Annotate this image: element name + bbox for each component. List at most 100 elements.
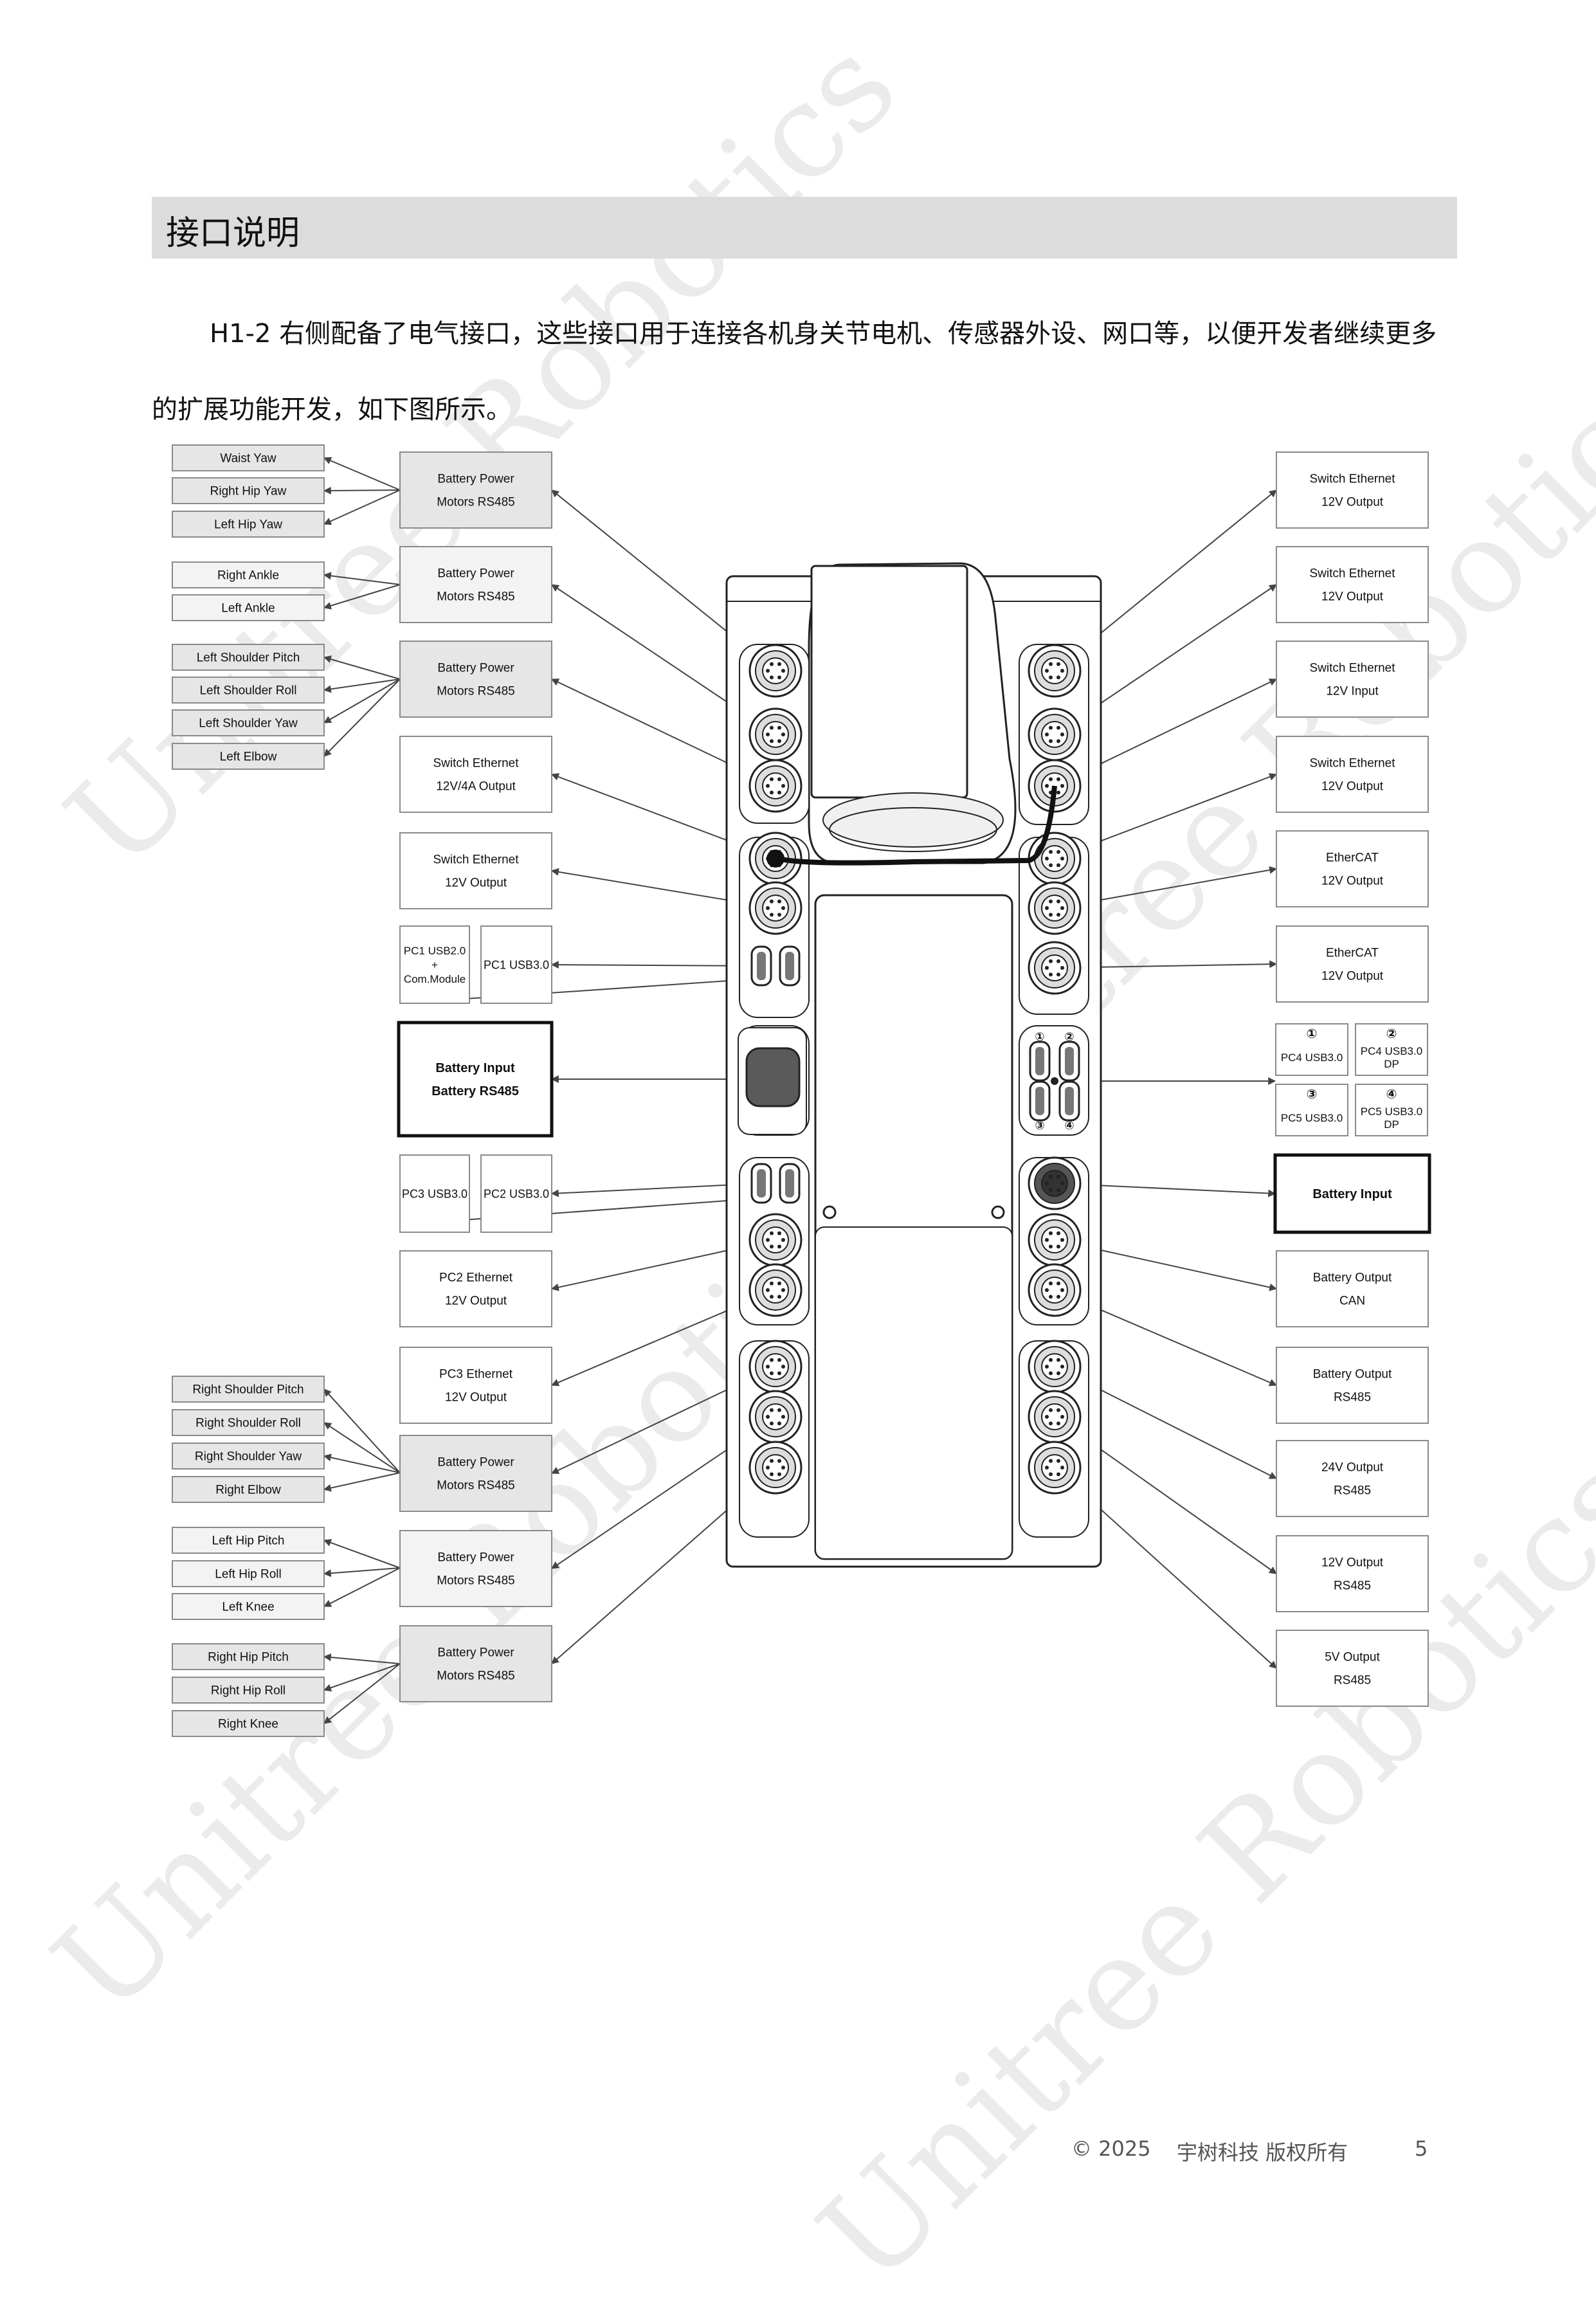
box-frame bbox=[172, 1677, 325, 1704]
box-label: 12V Output bbox=[1321, 1556, 1384, 1570]
screw bbox=[991, 1205, 1005, 1219]
connector-pin bbox=[777, 1421, 781, 1426]
connector-pin bbox=[1056, 1188, 1060, 1192]
connector-pin bbox=[770, 1231, 774, 1235]
box-label: Left Shoulder Pitch bbox=[197, 651, 300, 665]
box-label: PC3 Ethernet bbox=[439, 1368, 513, 1381]
connector-pin bbox=[1056, 1472, 1060, 1477]
connection-line bbox=[323, 678, 401, 757]
box-label: Switch Ethernet bbox=[433, 853, 519, 867]
connector-pin bbox=[1045, 1238, 1049, 1242]
box-frame bbox=[172, 477, 325, 504]
screw bbox=[822, 1205, 837, 1219]
joint-box-j12: Right Shoulder Yaw bbox=[172, 1443, 325, 1470]
usb-port bbox=[1058, 1080, 1080, 1122]
connector-pins bbox=[1041, 954, 1068, 981]
usb-port bbox=[1058, 1041, 1080, 1082]
joint-box-j1: Waist Yaw bbox=[172, 444, 325, 471]
box-frame bbox=[1276, 451, 1429, 529]
usb-port bbox=[1029, 1080, 1051, 1122]
box-frame bbox=[1276, 641, 1429, 718]
box-label: Right Hip Yaw bbox=[210, 485, 287, 498]
box-label: PC3 USB3.0 bbox=[402, 1187, 467, 1200]
connector-pin bbox=[1049, 1188, 1053, 1192]
circular-connector bbox=[1028, 644, 1082, 698]
connector-pins bbox=[762, 1353, 789, 1380]
connector-pin bbox=[1056, 959, 1060, 963]
box-label: Battery Power bbox=[437, 567, 514, 581]
port-number: ① bbox=[1307, 1027, 1318, 1041]
connector-pins bbox=[762, 895, 789, 922]
port-number: ② bbox=[1386, 1027, 1397, 1041]
connection-line bbox=[323, 1422, 401, 1473]
connector-pin bbox=[781, 1415, 785, 1419]
connector-pin bbox=[1060, 1365, 1064, 1369]
box-frame bbox=[172, 709, 325, 736]
connection-line bbox=[323, 1663, 401, 1692]
connector-pin bbox=[777, 1459, 781, 1463]
section-title: 接口说明 bbox=[166, 214, 300, 253]
box-frame bbox=[172, 1560, 325, 1587]
box-frame bbox=[172, 1443, 325, 1470]
section-header: 接口说明 bbox=[152, 197, 1457, 259]
box-frame bbox=[399, 1530, 552, 1607]
box-label: 12V Output bbox=[1321, 875, 1384, 888]
connector-pin bbox=[1049, 1358, 1053, 1362]
joint-box-j3: Left Hip Yaw bbox=[172, 511, 325, 538]
box-label: EtherCAT bbox=[1326, 947, 1379, 960]
port-box-L8a: PC3 USB3.0 bbox=[399, 1154, 470, 1233]
box-label: Left Knee bbox=[222, 1601, 274, 1614]
connector-pin bbox=[1056, 777, 1060, 781]
connector-pin bbox=[1056, 850, 1060, 854]
connector-pin bbox=[777, 913, 781, 917]
box-frame bbox=[172, 1376, 325, 1403]
connection-line bbox=[323, 1567, 401, 1578]
box-label: Switch Ethernet bbox=[1309, 662, 1395, 675]
box-label: Right Shoulder Roll bbox=[195, 1417, 301, 1430]
box-label: 12V Output bbox=[1321, 496, 1384, 509]
connector-pin bbox=[1049, 675, 1053, 680]
connector-pins bbox=[762, 1226, 789, 1253]
box-frame bbox=[399, 736, 552, 813]
circular-connector bbox=[748, 1340, 803, 1394]
connector-pin bbox=[781, 1466, 785, 1470]
connector-pins bbox=[1041, 1226, 1068, 1253]
box-label: Battery Power bbox=[437, 473, 514, 486]
box-frame bbox=[480, 925, 552, 1004]
box-frame bbox=[399, 1435, 552, 1512]
connector-pin bbox=[1060, 1181, 1064, 1185]
connector-pins bbox=[1041, 1454, 1068, 1481]
box-frame bbox=[1355, 1023, 1428, 1076]
connector-pin bbox=[1049, 1295, 1053, 1299]
port-box-L6a: PC1 USB2.0+Com.Module bbox=[399, 925, 470, 1004]
box-label: + bbox=[431, 959, 438, 971]
box-label: CAN bbox=[1339, 1295, 1365, 1308]
box-label: Right Knee bbox=[218, 1718, 278, 1731]
joint-box-j10: Right Shoulder Pitch bbox=[172, 1376, 325, 1403]
connection-line bbox=[323, 1567, 401, 1607]
box-label: Switch Ethernet bbox=[433, 757, 519, 770]
connector-pin bbox=[1045, 857, 1049, 860]
box-label: Motors RS485 bbox=[437, 1574, 514, 1588]
connector-pin bbox=[1056, 899, 1060, 904]
joint-box-j4: Right Ankle bbox=[172, 561, 325, 588]
box-label: 12V Output bbox=[445, 1295, 507, 1308]
box-label: 12V Output bbox=[445, 1391, 507, 1405]
usb-port bbox=[750, 1163, 772, 1204]
connector-pin bbox=[1056, 863, 1060, 868]
intro-paragraph: H1-2 右侧配备了电气接口，这些接口用于连接各机身关节电机、传感器外设、网口等… bbox=[152, 296, 1457, 448]
box-frame bbox=[399, 925, 470, 1004]
connector-pin bbox=[781, 784, 785, 788]
connector-pin bbox=[1056, 972, 1060, 977]
connector-pin bbox=[1045, 1288, 1049, 1292]
box-label: 5V Output bbox=[1325, 1651, 1380, 1664]
connector-pin bbox=[777, 739, 781, 743]
box-label: RS485 bbox=[1334, 1391, 1371, 1405]
circular-connector bbox=[748, 881, 803, 935]
